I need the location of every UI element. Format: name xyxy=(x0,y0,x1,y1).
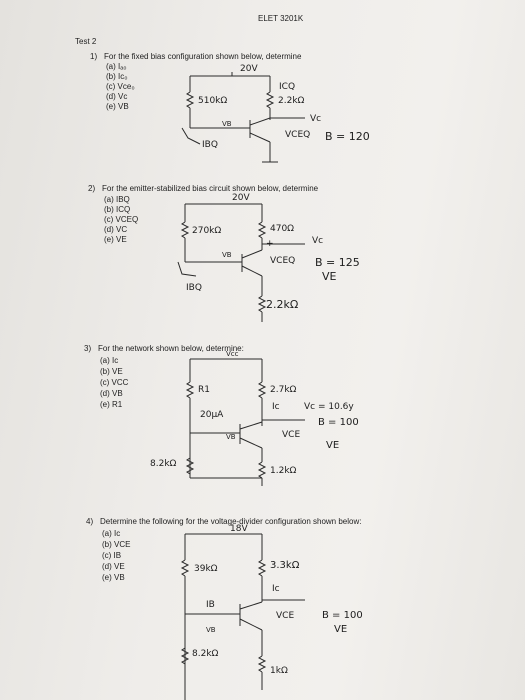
problem-3-item-b: (b) VE xyxy=(100,367,123,376)
p1-vb: VB xyxy=(222,120,232,128)
p1-beta: B = 120 xyxy=(325,130,370,143)
p4-re: 1kΩ xyxy=(270,666,288,676)
test-title: Test 2 xyxy=(75,37,97,46)
p2-vb: VB xyxy=(222,251,232,259)
circuit-2 xyxy=(177,203,305,322)
circuit-1 xyxy=(181,72,305,163)
problem-1-item-d: (d) Vc xyxy=(106,92,128,101)
problem-1-prompt: For the fixed bias configuration shown b… xyxy=(104,52,302,61)
p4-rc: 3.3kΩ xyxy=(270,560,300,571)
problem-1-item-c: (c) Vce₀ xyxy=(106,82,135,91)
problem-1-item-b: (b) Ic₀ xyxy=(106,72,128,81)
circuit-4 xyxy=(180,533,305,700)
problem-4-item-a: (a) Ic xyxy=(102,529,121,538)
p2-rb: 270kΩ xyxy=(192,226,222,236)
problem-4-item-c: (c) IB xyxy=(102,551,122,560)
p2-plus: + xyxy=(266,239,274,249)
problem-4-item-e: (e) VB xyxy=(102,573,125,582)
problem-3-item-e: (e) R1 xyxy=(100,400,123,409)
p4-supply: 18V xyxy=(230,524,248,534)
problem-2-item-c: (c) VCEQ xyxy=(104,215,139,224)
p4-ve: VE xyxy=(334,624,348,635)
p3-r2: 8.2kΩ xyxy=(150,459,177,469)
p4-beta: B = 100 xyxy=(322,610,363,621)
p2-re: 2.2kΩ xyxy=(266,298,299,311)
problem-3-prompt: For the network shown below, determine: xyxy=(98,344,244,353)
p3-vc: Vc = 10.6y xyxy=(304,402,354,412)
problem-1-item-e: (e) VB xyxy=(106,102,129,111)
p4-r2: 8.2kΩ xyxy=(192,649,219,659)
p3-ic: Ic xyxy=(272,402,280,412)
problem-4-item-b: (b) VCE xyxy=(102,540,131,549)
p3-r1: R1 xyxy=(198,385,210,395)
p2-ve: VE xyxy=(322,270,337,283)
p4-r1: 39kΩ xyxy=(194,564,218,574)
problem-1-number: 1) xyxy=(90,52,98,61)
p1-icq: ICQ xyxy=(279,82,296,92)
problem-2-number: 2) xyxy=(88,184,96,193)
p3-vce: VCE xyxy=(282,430,301,440)
p2-rc: 470Ω xyxy=(270,224,295,234)
p3-ve: VE xyxy=(326,440,340,451)
p2-vc: Vc xyxy=(312,236,324,246)
p2-supply: 20V xyxy=(232,193,250,203)
circuit-3 xyxy=(185,358,305,486)
p3-ib: 20μA xyxy=(200,410,224,420)
p3-re: 1.2kΩ xyxy=(270,466,297,476)
p4-ib: IB xyxy=(206,600,215,610)
problem-2-item-b: (b) ICQ xyxy=(104,205,131,214)
problem-2-item-d: (d) VC xyxy=(104,225,128,234)
p3-supply: Vcc xyxy=(226,350,239,358)
p3-vb: VB xyxy=(226,433,236,441)
p1-rb: 510kΩ xyxy=(198,96,228,106)
problem-2-item-e: (e) VE xyxy=(104,235,127,244)
course-header: ELET 3201K xyxy=(258,14,304,23)
problem-4-number: 4) xyxy=(86,517,94,526)
problem-3-item-d: (d) VB xyxy=(100,389,123,398)
p4-ic: Ic xyxy=(272,584,280,594)
problem-1-item-a: (a) Iₐ₀ xyxy=(106,62,127,71)
p1-ibq: IBQ xyxy=(202,140,218,150)
p3-rc: 2.7kΩ xyxy=(270,385,297,395)
p4-vce: VCE xyxy=(276,611,295,621)
problem-3-number: 3) xyxy=(84,344,92,353)
problem-2-prompt: For the emitter-stabilized bias circuit … xyxy=(102,184,319,193)
p1-vc: Vc xyxy=(310,114,322,124)
p4-vb: VB xyxy=(206,626,216,634)
p1-rc: 2.2kΩ xyxy=(278,96,305,106)
p2-beta: B = 125 xyxy=(315,256,360,269)
problem-4-item-d: (d) VE xyxy=(102,562,125,571)
p3-beta: B = 100 xyxy=(318,417,359,428)
problem-2-item-a: (a) IBQ xyxy=(104,195,130,204)
p1-supply: 20V xyxy=(240,64,258,74)
p2-ibq: IBQ xyxy=(186,283,202,293)
problem-3-item-a: (a) Ic xyxy=(100,356,119,365)
p1-vceq: VCEQ xyxy=(285,130,311,140)
problem-3-item-c: (c) VCC xyxy=(100,378,129,387)
p2-vceq: VCEQ xyxy=(270,256,296,266)
problem-4-prompt: Determine the following for the voltage-… xyxy=(100,517,362,526)
